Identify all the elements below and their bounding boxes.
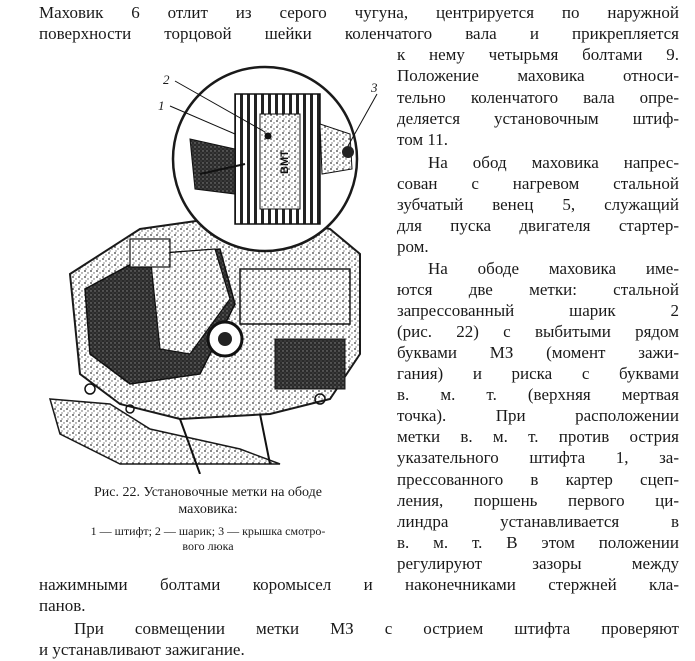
paragraph-line: На обод маховика напрес- — [428, 153, 679, 172]
paragraph-line: буквами МЗ (момент зажи- — [397, 343, 679, 362]
magnified-view: ВМТ — [171, 65, 359, 253]
paragraph-line: Положение маховика относи- — [397, 66, 679, 85]
paragraph-line: (рис. 22) с выбитыми рядом — [397, 322, 679, 341]
paragraph-line: запрессованный шарик 2 — [397, 301, 679, 320]
callout-leaders — [169, 80, 378, 147]
paragraph-line: в. м. т. (верхняя мертвая — [397, 385, 679, 404]
paragraph-line: ления, поршень первого ци- — [397, 491, 679, 510]
callout-2: 2 — [163, 72, 170, 87]
paragraph-line: том 11. — [397, 130, 449, 149]
paragraph-line: точка). При расположении — [397, 406, 679, 425]
paragraph-line: к нему четырьмя болтами 9. — [397, 45, 679, 64]
paragraph-line: ются две метки: стальной — [397, 280, 679, 299]
paragraph-line: метки в. м. т. против острия — [397, 427, 679, 446]
paragraph-line: ром. — [397, 237, 429, 256]
paragraph-line: сован с нагревом стальной — [397, 174, 679, 193]
flywheel-illustration: ВМТ 1 2 3 — [30, 54, 400, 475]
paragraph-line: гания) и риска с буквами — [397, 364, 679, 383]
paragraph-line: указательного штифта 1, за- — [397, 448, 679, 467]
paragraph-line: прессованного в картер сцеп- — [397, 470, 679, 489]
paragraph-line: деляется установочным штиф- — [397, 109, 679, 128]
figure-caption-title: Рис. 22. Установочные метки на ободе — [94, 485, 322, 500]
engine-body — [48, 212, 361, 475]
paragraph-line: линдра устанавливается в — [397, 512, 679, 531]
paragraph-line: Маховик 6 отлит из серого чугуна, центри… — [39, 3, 679, 22]
paragraph-line: На ободе маховика име- — [428, 259, 679, 278]
paragraph-line: тельно коленчатого вала опре- — [397, 88, 679, 107]
paragraph-line: панов. — [39, 596, 86, 615]
callout-3: 3 — [370, 80, 378, 95]
figure-legend: 1 — штифт; 2 — шарик; 3 — крышка смотро- — [90, 524, 326, 538]
paragraph-line: для пуска двигателя стартер- — [397, 216, 679, 235]
figure-legend-cont: вого люка — [182, 539, 234, 553]
paragraph-line: и устанавливают зажигание. — [39, 640, 245, 659]
paragraph-line: поверхности торцовой шейки коленчатого в… — [39, 24, 679, 43]
paragraph-line: При совмещении метки МЗ с острием штифта… — [74, 619, 679, 638]
vmt-mark-letters: ВМТ — [279, 150, 291, 174]
steel-ball-mark — [264, 132, 272, 140]
engine-drawing: ВМТ 1 2 3 — [48, 65, 378, 475]
paragraph-line: нажимными болтами коромысел и наконечник… — [39, 575, 679, 594]
paragraph-line: зубчатый венец 5, служащий — [397, 195, 679, 214]
paragraph-line: регулируют зазоры между — [397, 554, 679, 573]
paragraph-line: в. м. т. В этом положении — [397, 533, 679, 552]
callout-1: 1 — [158, 98, 165, 113]
figure-caption-title-cont: маховика: — [178, 502, 238, 517]
